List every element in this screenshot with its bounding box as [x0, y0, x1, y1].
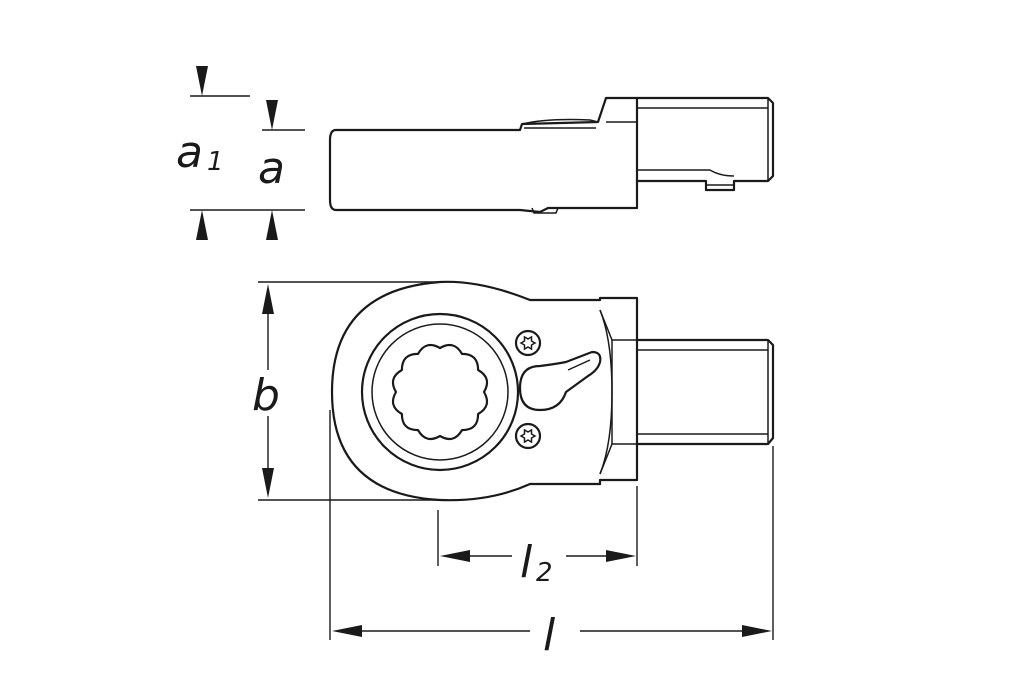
screw-bottom-icon — [514, 422, 542, 450]
label-a1: a — [176, 127, 203, 178]
front-view-square-drive — [635, 338, 775, 446]
dimension-a1 — [190, 66, 305, 240]
label-a1-subscript: 1 — [207, 147, 224, 177]
screw-top-icon — [514, 329, 542, 357]
front-view — [330, 280, 775, 502]
label-l2: l — [520, 537, 533, 588]
side-view-square-drive — [635, 96, 775, 192]
side-view-lever — [521, 118, 599, 125]
dimension-l — [329, 410, 774, 640]
side-view-body — [328, 96, 639, 214]
label-l: l — [543, 610, 556, 661]
front-view-neck — [598, 296, 639, 486]
dimension-l2 — [437, 486, 638, 566]
side-view — [328, 96, 775, 214]
reversing-lever — [518, 350, 602, 412]
label-l2-subscript: 2 — [536, 558, 553, 588]
ring-outer — [360, 312, 520, 472]
ring-inner — [371, 323, 509, 461]
dimension-a — [262, 100, 305, 240]
dimension-b — [258, 281, 438, 501]
label-a: a — [258, 143, 285, 194]
front-view-head — [330, 280, 602, 502]
label-b: b — [252, 370, 280, 421]
bihex-socket — [391, 343, 489, 441]
